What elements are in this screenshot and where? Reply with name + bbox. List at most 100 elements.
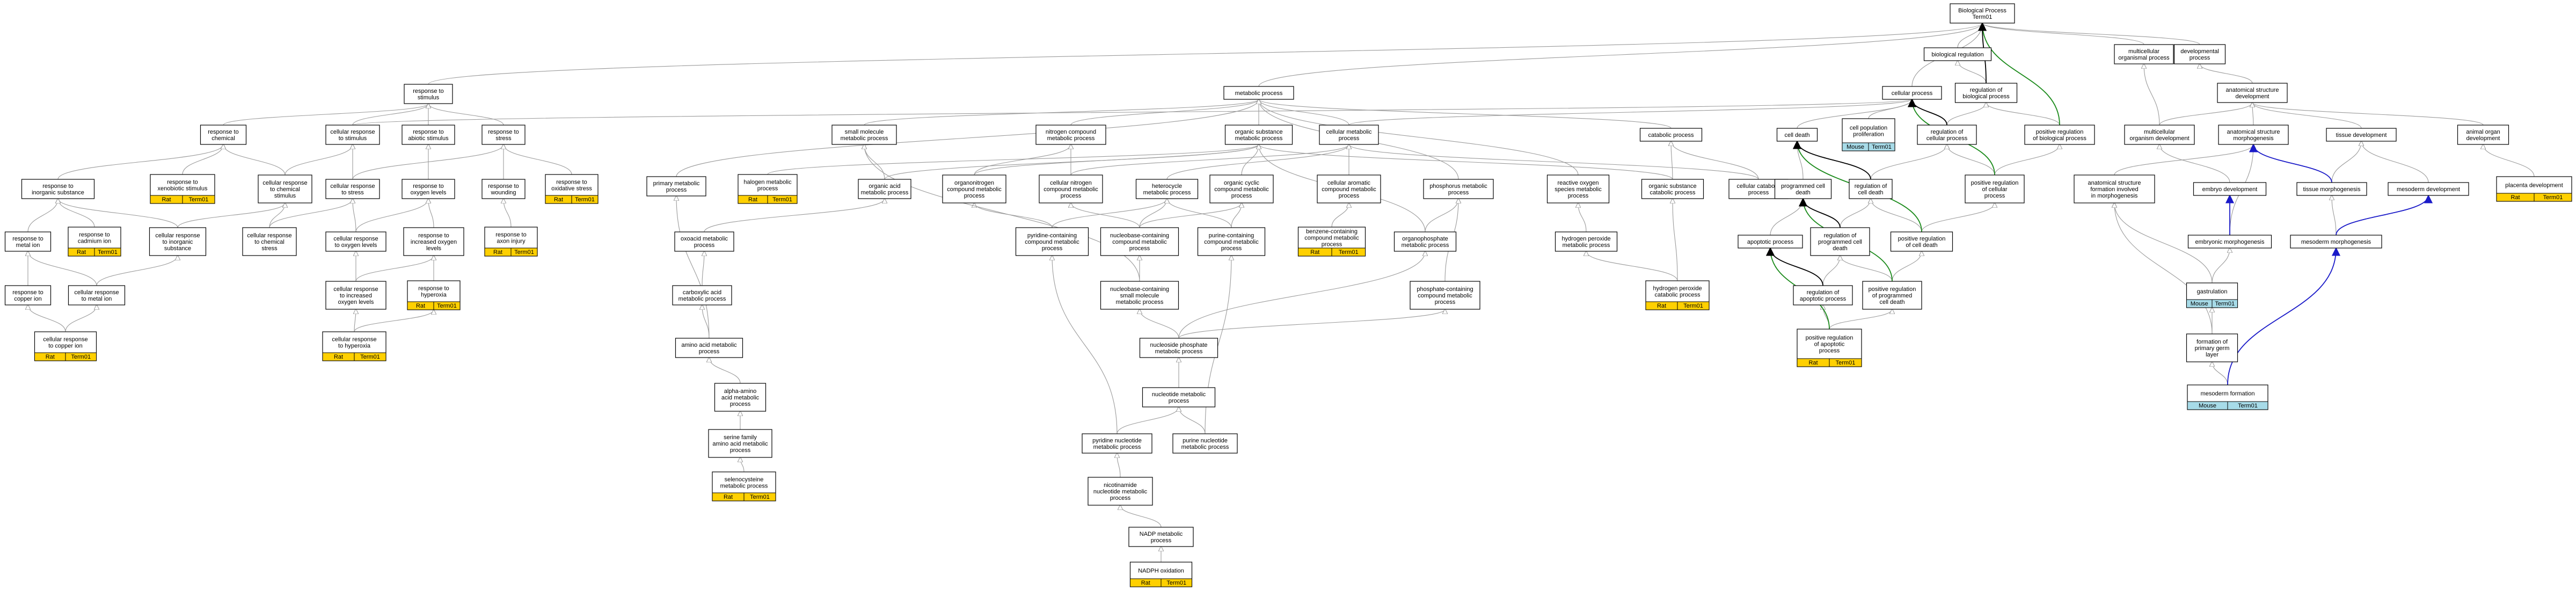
go-term-node-apoptotic[interactable]: apoptotic process (1738, 235, 1803, 249)
node-label-line: nucleobase-containing (1110, 286, 1169, 293)
go-term-node-tissue_dev[interactable]: tissue development (2326, 128, 2397, 142)
go-term-node-mesoderm_dev[interactable]: mesoderm development (2388, 182, 2469, 196)
go-term-node-catab[interactable]: catabolic process (1639, 128, 1703, 142)
go-term-node-embryo_morph[interactable]: embryo development (2193, 182, 2267, 196)
go-term-node-bio_reg[interactable]: biological regulation (1923, 47, 1992, 61)
go-term-node-cell_death[interactable]: cell death (1776, 128, 1818, 142)
go-term-node-mesoderm_morph[interactable]: mesoderm morphogenesis (2290, 235, 2382, 249)
go-term-node-embryonic_morph[interactable]: embryonic morphogenesis (2187, 235, 2272, 249)
go-term-node-cell_proc[interactable]: cellular process (1882, 86, 1942, 100)
go-term-node-metab[interactable]: metabolic process (1223, 86, 1294, 100)
edge-cell_resp_hyperoxia-to-cell_resp_incr_oxy (354, 309, 356, 332)
go-term-node-tissue_morph[interactable]: tissue morphogenesis (2296, 182, 2367, 196)
